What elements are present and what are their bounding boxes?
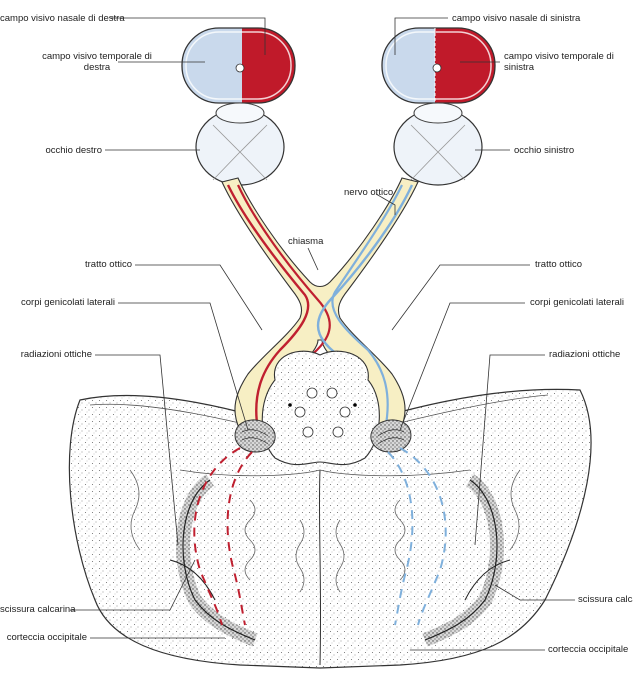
label-nasal-field-left: campo visivo nasale di sinistra — [452, 13, 580, 24]
label-radiations-left: radiazioni ottiche — [549, 349, 620, 360]
label-optic-tract-right: tratto ottico — [40, 259, 132, 270]
label-cortex-right: corteccia occipitale — [0, 632, 87, 643]
nasal-field-left — [435, 28, 495, 103]
label-optic-nerve: nervo ottico — [344, 187, 393, 198]
label-lgn-left: corpi genicolati laterali — [530, 297, 624, 308]
nasal-field-right — [242, 28, 295, 103]
label-calcarine-right: scissura calcarina — [0, 604, 67, 615]
eye-right — [196, 103, 284, 185]
label-chiasm: chiasma — [288, 236, 323, 247]
visual-field-left — [382, 28, 495, 103]
temporal-field-left — [382, 28, 435, 103]
label-optic-tract-left: tratto ottico — [535, 259, 582, 270]
label-eye-right: occhio destro — [30, 145, 102, 156]
label-eye-left: occhio sinistro — [514, 145, 574, 156]
eye-left — [394, 103, 482, 185]
label-calcarine-left: scissura calcarina — [578, 594, 633, 605]
label-cortex-left: corteccia occipitale — [548, 644, 628, 655]
lgn-right — [235, 420, 275, 452]
lgn-left — [371, 420, 411, 452]
visual-field-right — [182, 28, 295, 103]
midbrain-section — [262, 351, 379, 464]
label-nasal-field-right: campo visivo nasale di destra — [0, 13, 125, 24]
label-radiations-right: radiazioni ottiche — [0, 349, 92, 360]
label-temporal-field-right: campo visivo temporale di destra — [42, 51, 152, 73]
label-lgn-right: corpi genicolati laterali — [0, 297, 115, 308]
label-temporal-field-left: campo visivo temporale di sinistra — [504, 51, 614, 73]
temporal-field-right — [182, 28, 242, 103]
